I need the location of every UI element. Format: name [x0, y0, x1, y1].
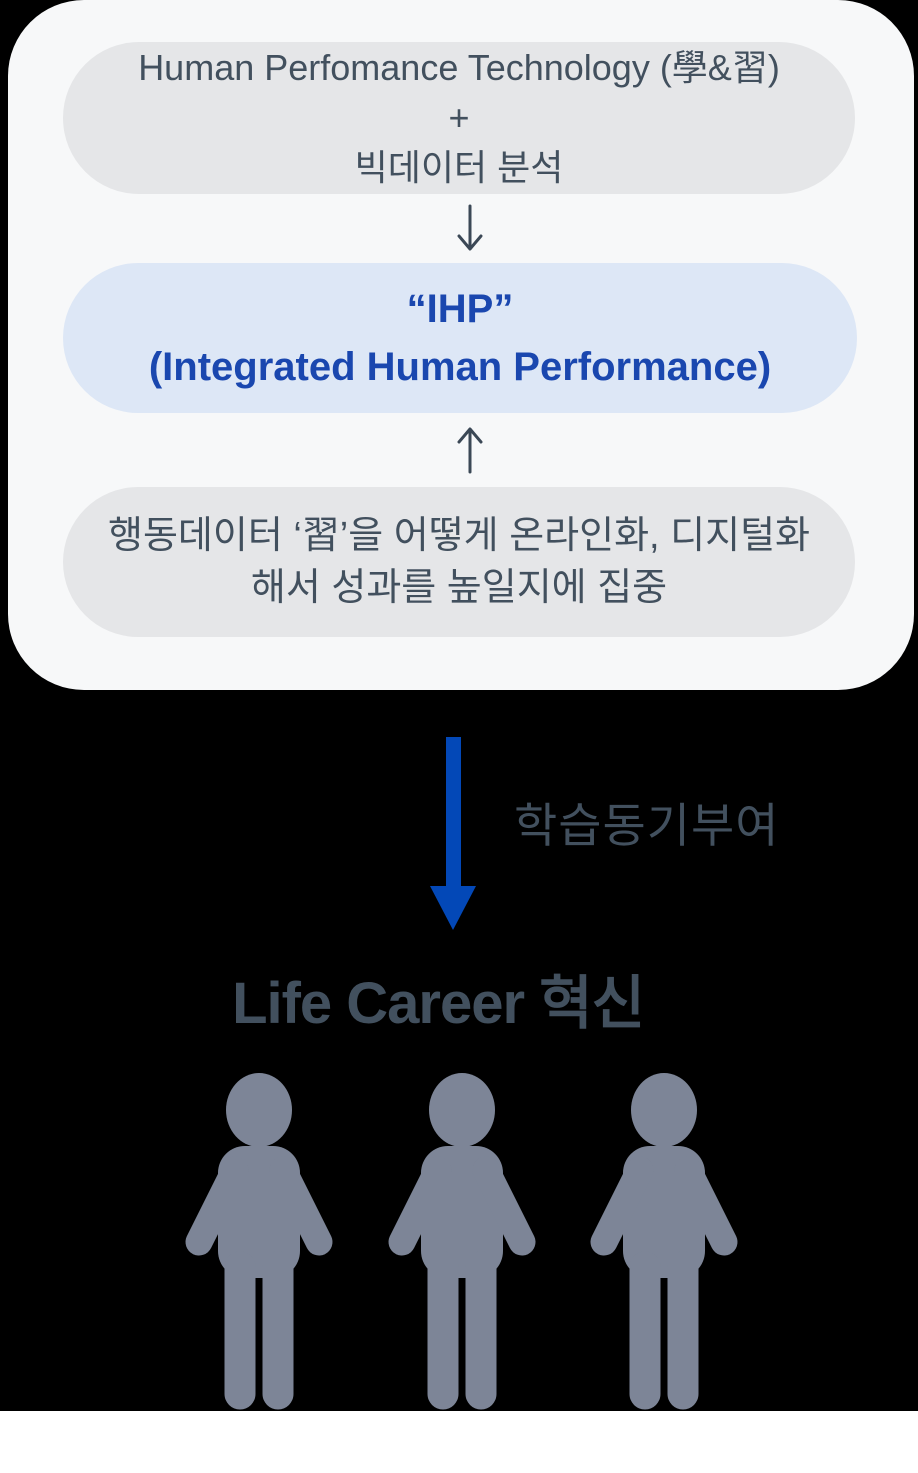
input-pill-line1: Human Perfomance Technology (學&習) — [138, 47, 780, 88]
focus-pill: 행동데이터 ‘習’을 어떻게 온라인화, 디지털화 해서 성과를 높일지에 집중 — [63, 487, 855, 637]
bottom-white-strip — [0, 1411, 918, 1473]
ihp-concept-card: Human Perfomance Technology (學&習) + 빅데이터… — [8, 0, 914, 690]
person-icon — [388, 1073, 536, 1410]
result-pill: “IHP” (Integrated Human Performance) — [63, 263, 857, 413]
outcome-title: Life Career 혁신 — [232, 971, 645, 1036]
result-pill-subtitle: (Integrated Human Performance) — [148, 345, 772, 389]
audience-group — [0, 1072, 918, 1412]
focus-pill-line1: 행동데이터 ‘習’을 어떻게 온라인화, 디지털화 — [108, 515, 810, 557]
result-pill-title: “IHP” — [406, 287, 514, 331]
arrow-label: 학습동기부여 — [514, 799, 780, 852]
input-pill-line3: 빅데이터 분석 — [354, 147, 564, 188]
big-down-arrow-icon — [446, 737, 461, 888]
big-down-arrow-head — [430, 886, 476, 930]
focus-pill-line2: 해서 성과를 높일지에 집중 — [250, 567, 668, 609]
person-icon — [185, 1073, 333, 1410]
up-arrow-icon — [457, 427, 483, 474]
input-pill: Human Perfomance Technology (學&習) + 빅데이터… — [63, 42, 855, 194]
person-icon — [590, 1073, 738, 1410]
plus-sign: + — [448, 97, 470, 138]
down-arrow-icon — [457, 204, 483, 251]
